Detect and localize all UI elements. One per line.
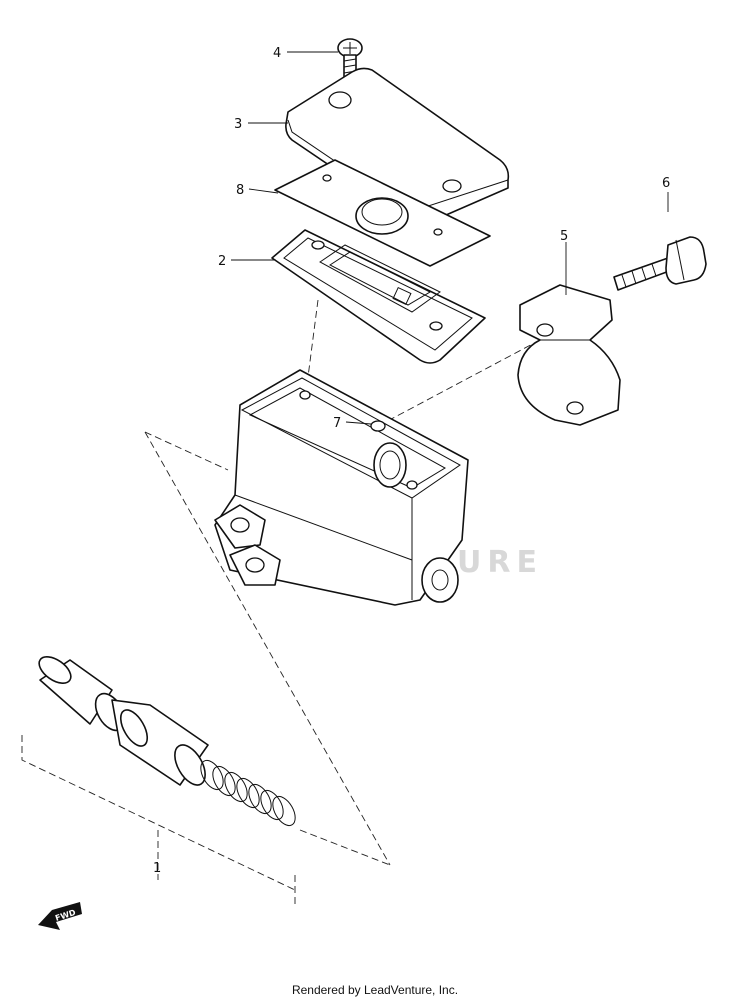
part-3-reservoir-cap [285,67,510,225]
footer-credit: Rendered by LeadVenture, Inc. [291,983,459,997]
callout-1: 1 [153,861,161,876]
callout-8: 8 [236,183,244,198]
part-8-plate [274,159,491,267]
callout-3: 3 [234,117,242,132]
part-4-screw [337,38,363,82]
fwd-direction-marker: FWD [38,902,82,930]
callout-6: 6 [662,176,670,191]
callout-7: 7 [333,416,341,431]
part-6-bolt [613,236,707,291]
part-1-piston-assembly [38,656,296,827]
spring-coils [200,759,296,827]
callout-5: 5 [560,229,568,244]
callout-2: 2 [218,254,226,269]
master-cylinder-body [214,369,469,606]
leader-lines [231,51,669,425]
callout-4: 4 [273,46,281,61]
part-5-clamp [517,284,621,426]
part-2-diaphragm [271,229,486,364]
guide-lines [21,299,541,905]
